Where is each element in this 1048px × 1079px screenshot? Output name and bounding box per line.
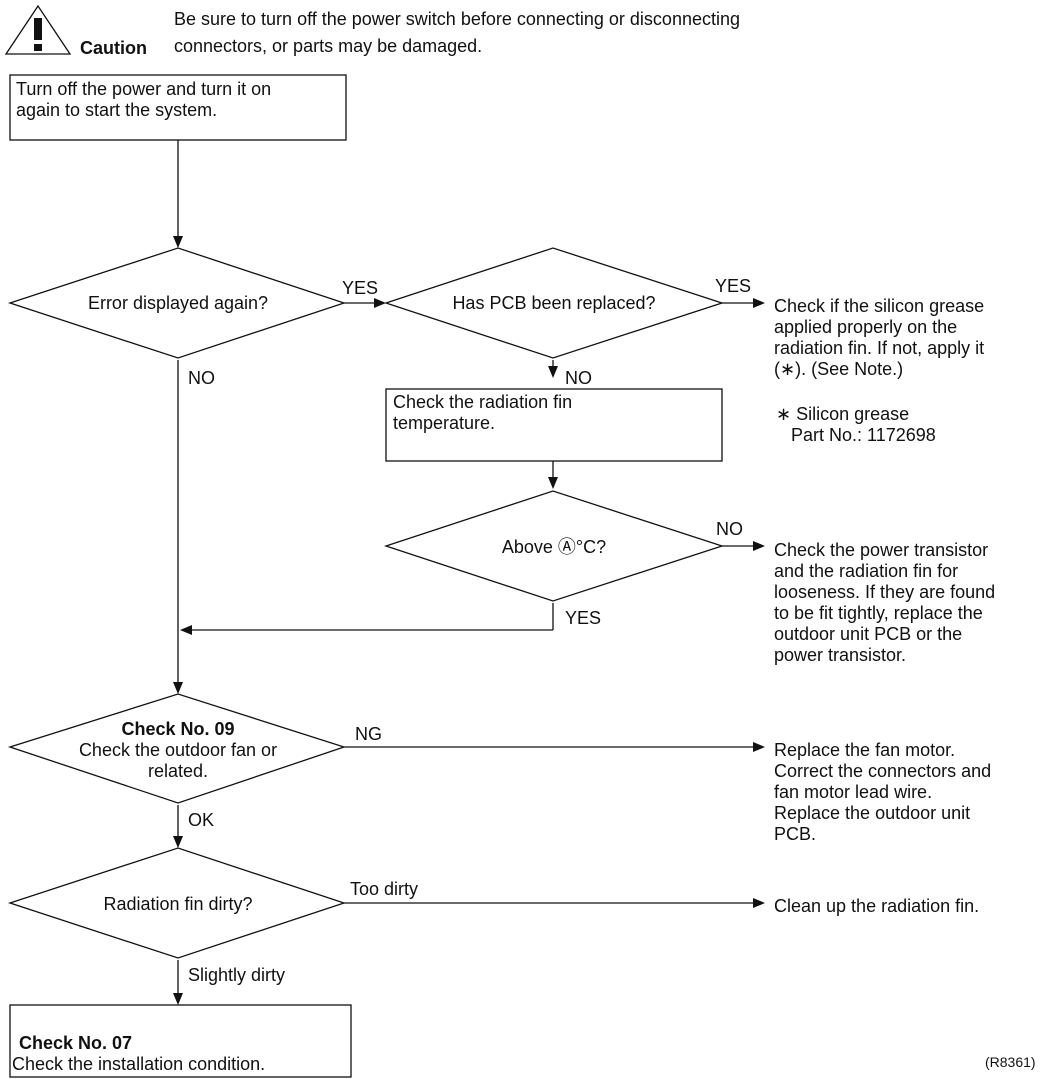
result-grease-line3: radiation fin. If not, apply it <box>774 338 984 358</box>
caution-header: Caution Be sure to turn off the power sw… <box>4 4 740 58</box>
arrowheads <box>173 236 765 1005</box>
branch-ok-fan: OK <box>188 810 214 830</box>
result-grease-line4: (∗). (See Note.) <box>774 359 903 379</box>
result-fan-motor-line5: PCB. <box>774 824 816 844</box>
start-step-line2: again to start the system. <box>16 100 217 120</box>
start-step-line1: Turn off the power and turn it on <box>16 79 271 99</box>
result-transistor-line4: to be fit tightly, replace the <box>774 603 983 623</box>
figure-code: (R8361) <box>985 1054 1036 1070</box>
branch-slightly-dirty: Slightly dirty <box>188 965 285 985</box>
decision-check09: Check No. 09 Check the outdoor fan or re… <box>7 693 347 804</box>
check07-title: Check No. 07 <box>19 1033 132 1053</box>
result-clean-fin: Clean up the radiation fin. <box>774 896 979 916</box>
decision-check09-line2: related. <box>148 761 208 781</box>
radiation-temp-line1: Check the radiation fin <box>393 392 572 412</box>
radiation-temp-line2: temperature. <box>393 413 495 433</box>
check07-line1: Check the installation condition. <box>12 1054 265 1074</box>
check07-step-box: Check No. 07 Check the installation cond… <box>9 1004 352 1078</box>
result-transistor-line1: Check the power transistor <box>774 540 988 560</box>
result-grease-note: ∗ Silicon grease Part No.: 1172698 <box>776 404 936 445</box>
branch-yes-temp: YES <box>565 608 601 628</box>
branch-no-temp: NO <box>716 519 743 539</box>
branch-too-dirty: Too dirty <box>350 879 418 899</box>
result-fan-motor: Replace the fan motor. Correct the conne… <box>774 740 991 844</box>
branch-labels: YES YES NO NO NO YES NG OK Too dirty Sli… <box>188 276 751 985</box>
start-step-box: Turn off the power and turn it on again … <box>9 74 347 141</box>
decision-above-temp-label: Above Ⓐ°C? <box>502 537 606 557</box>
result-fan-motor-line4: Replace the outdoor unit <box>774 803 970 823</box>
decision-fin-dirty: Radiation fin dirty? <box>7 847 347 959</box>
branch-yes-pcb: YES <box>715 276 751 296</box>
result-fan-motor-line2: Correct the connectors and <box>774 761 991 781</box>
radiation-temp-step-box: Check the radiation fin temperature. <box>385 388 723 462</box>
decision-error-again: Error displayed again? <box>7 247 347 359</box>
decision-check09-title: Check No. 09 <box>121 719 234 739</box>
connectors <box>177 140 757 1003</box>
result-transistor: Check the power transistor and the radia… <box>774 540 995 665</box>
caution-label: Caution <box>80 38 147 58</box>
result-transistor-line5: outdoor unit PCB or the <box>774 624 962 644</box>
caution-text-line1: Be sure to turn off the power switch bef… <box>174 9 740 29</box>
decision-fin-dirty-label: Radiation fin dirty? <box>103 894 252 914</box>
branch-no-error: NO <box>188 368 215 388</box>
decision-above-temp: Above Ⓐ°C? <box>383 490 725 602</box>
result-fan-motor-line3: fan motor lead wire. <box>774 782 932 802</box>
result-transistor-line3: looseness. If they are found <box>774 582 995 602</box>
decision-pcb-replaced-label: Has PCB been replaced? <box>452 293 655 313</box>
grease-note-line2: Part No.: 1172698 <box>791 425 936 445</box>
result-transistor-line2: and the radiation fin for <box>774 561 958 581</box>
result-grease-line2: applied properly on the <box>774 317 957 337</box>
result-transistor-line6: power transistor. <box>774 645 906 665</box>
result-grease-line1: Check if the silicon grease <box>774 296 984 316</box>
branch-no-pcb: NO <box>565 368 592 388</box>
caution-text-line2: connectors, or parts may be damaged. <box>174 36 482 56</box>
result-grease: Check if the silicon grease applied prop… <box>774 296 984 379</box>
branch-ng-fan: NG <box>355 724 382 744</box>
decision-check09-line1: Check the outdoor fan or <box>79 740 277 760</box>
decision-pcb-replaced: Has PCB been replaced? <box>383 247 725 359</box>
exclamation-bar <box>34 18 42 40</box>
decision-error-again-label: Error displayed again? <box>88 293 268 313</box>
branch-yes-error: YES <box>342 278 378 298</box>
result-fan-motor-line1: Replace the fan motor. <box>774 740 955 760</box>
grease-note-line1: ∗ Silicon grease <box>776 404 909 424</box>
exclamation-dot <box>34 44 42 51</box>
